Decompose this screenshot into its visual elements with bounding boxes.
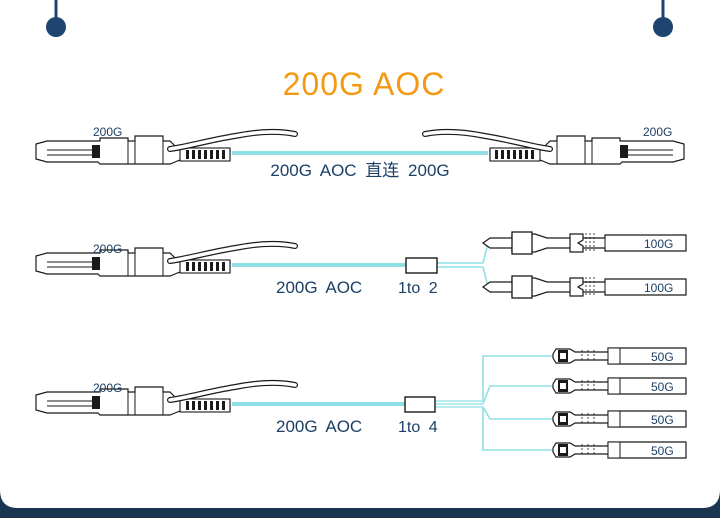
row3-cable bbox=[232, 355, 553, 451]
row1-left-connector-label: 200G bbox=[93, 125, 122, 139]
row2-splitter-label: 1to 2 bbox=[398, 280, 438, 297]
row3-cable-label: 200G AOC bbox=[276, 417, 362, 436]
row3-branch-label-4: 50G bbox=[651, 444, 674, 458]
pin-right-icon bbox=[653, 17, 673, 37]
row3-left-connector-label: 200G bbox=[93, 381, 122, 395]
row2-branch-label-2: 100G bbox=[644, 281, 673, 295]
row2-splitter-box bbox=[405, 257, 438, 274]
row3-splitter-label: 1to 4 bbox=[398, 419, 438, 436]
row1-right-connector-label: 200G bbox=[643, 125, 672, 139]
diagram-title: 200G AOC bbox=[283, 66, 446, 102]
row2-branch-label-1: 100G bbox=[644, 237, 673, 251]
row3-branch-label-1: 50G bbox=[651, 350, 674, 364]
pin-left-icon bbox=[46, 17, 66, 37]
row2-left-connector-label: 200G bbox=[93, 242, 122, 256]
row3-branch-label-3: 50G bbox=[651, 413, 674, 427]
row3-branch-label-2: 50G bbox=[651, 380, 674, 394]
row1-cable-label: 200G AOC 直连 200G bbox=[270, 161, 449, 180]
row2-cable-label: 200G AOC bbox=[276, 278, 362, 297]
row3-splitter-box bbox=[404, 396, 436, 413]
